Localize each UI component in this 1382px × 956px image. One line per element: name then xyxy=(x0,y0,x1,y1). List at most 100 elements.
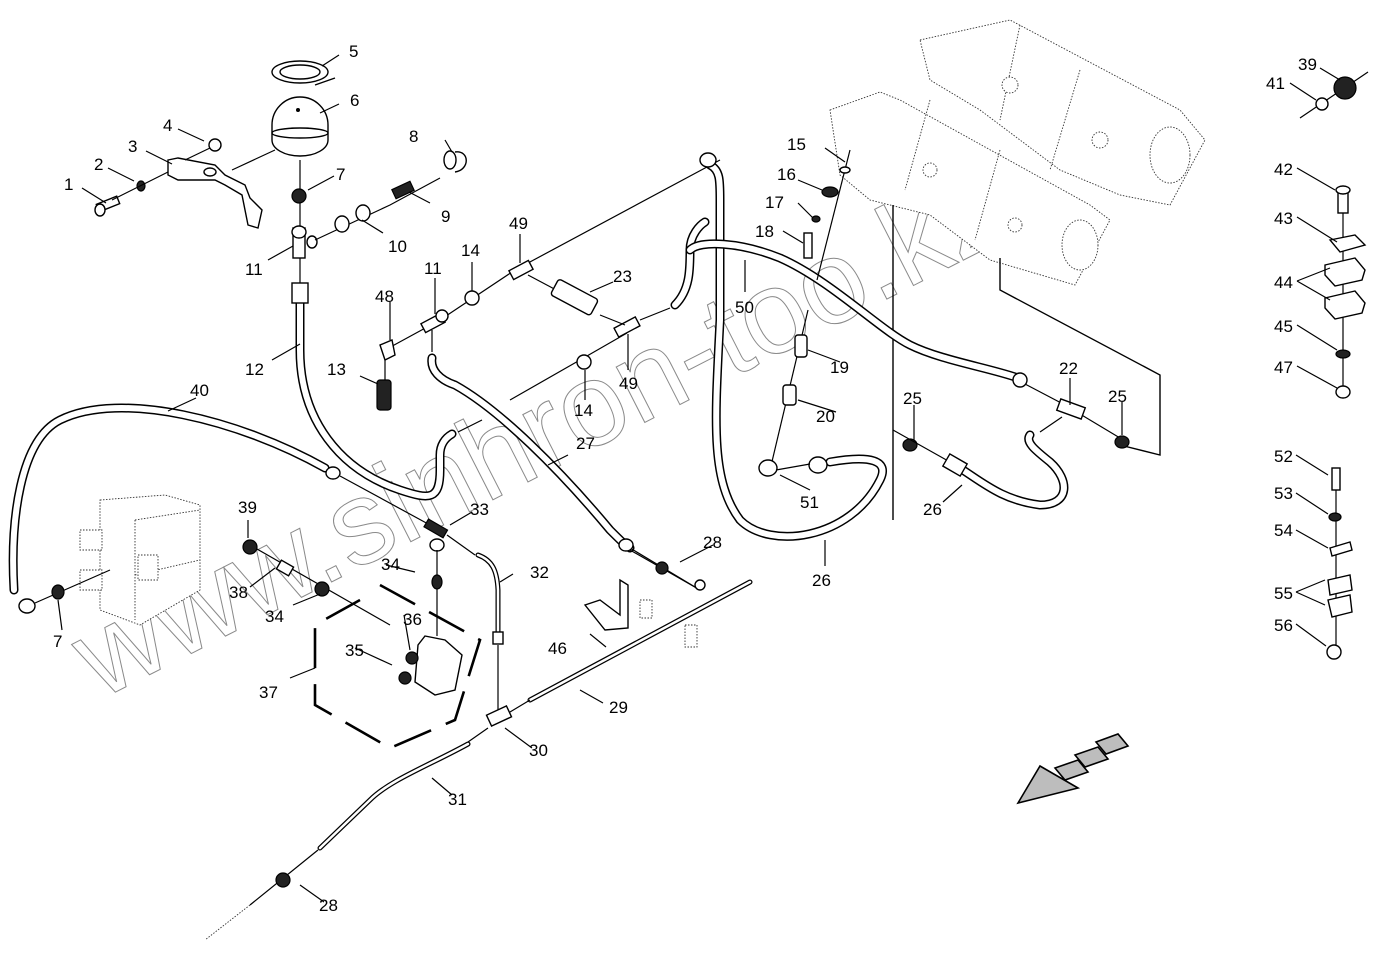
callout-38: 38 xyxy=(229,583,248,602)
callout-46: 46 xyxy=(548,639,567,658)
hose-elbow-top xyxy=(699,152,717,168)
accumulator-sphere-6 xyxy=(271,96,329,157)
callout-23: 23 xyxy=(613,267,632,286)
hose-end-26-right xyxy=(941,452,969,478)
union-fitting-10 xyxy=(334,204,371,233)
nut-4 xyxy=(208,138,222,152)
tee-11 xyxy=(419,309,449,334)
tube-32-nut xyxy=(492,631,504,645)
tie-wrap-ghost xyxy=(639,599,653,619)
callout-49-top: 49 xyxy=(509,214,528,233)
callout-10: 10 xyxy=(388,237,407,256)
callout-39-right: 39 xyxy=(1298,55,1317,74)
callout-47: 47 xyxy=(1274,358,1293,377)
valve-block-36 xyxy=(398,635,463,696)
fitting-51 xyxy=(758,459,778,477)
callout-11-left: 11 xyxy=(245,260,263,279)
callout-53: 53 xyxy=(1274,484,1293,503)
hose-end-26 xyxy=(808,456,828,474)
callout-52: 52 xyxy=(1274,447,1293,466)
forward-direction-arrow xyxy=(1016,733,1130,805)
elbow-48 xyxy=(379,339,396,361)
callout-3: 3 xyxy=(128,137,137,156)
callout-35: 35 xyxy=(345,641,364,660)
callout-26-lower: 26 xyxy=(812,571,831,590)
callout-16: 16 xyxy=(777,165,796,184)
callout-56: 56 xyxy=(1274,616,1293,635)
callout-22: 22 xyxy=(1059,359,1078,378)
callout-15: 15 xyxy=(787,135,806,154)
sleeve-38 xyxy=(275,559,295,577)
filter-23 xyxy=(550,279,599,316)
callout-33: 33 xyxy=(470,500,489,519)
callout-20: 20 xyxy=(816,407,835,426)
fitting-19 xyxy=(794,334,808,358)
callout-41: 41 xyxy=(1266,74,1285,93)
callout-31: 31 xyxy=(448,790,467,809)
bracket-46 xyxy=(583,578,629,631)
hose-elbow-40 xyxy=(18,598,36,614)
callout-leaders xyxy=(57,54,1341,903)
bolt-52 xyxy=(1331,467,1341,491)
fitting-9 xyxy=(391,180,415,200)
valve-block-assembly-top xyxy=(829,19,1206,286)
callout-42: 42 xyxy=(1274,160,1293,179)
callout-26-right: 26 xyxy=(923,500,942,519)
callout-14-bottom: 14 xyxy=(574,401,593,420)
fitting-7-lower xyxy=(51,584,65,600)
callout-labels: 1 2 3 4 5 6 7 8 9 10 11 11 12 13 14 14 1… xyxy=(53,42,1317,915)
callout-13: 13 xyxy=(327,360,346,379)
callout-54: 54 xyxy=(1274,521,1293,540)
hose-end-50 xyxy=(1012,372,1028,388)
tee-30 xyxy=(485,704,513,728)
plate-43 xyxy=(1328,234,1367,253)
callout-29: 29 xyxy=(609,698,628,717)
fitting-34-left xyxy=(314,581,330,597)
fitting-34-right xyxy=(431,574,443,590)
washer-45 xyxy=(1335,349,1351,359)
nut-14-top xyxy=(464,290,480,306)
callout-28-lower: 28 xyxy=(319,896,338,915)
tee-49-bottom xyxy=(613,316,641,338)
hose-end-12 xyxy=(291,282,309,304)
nut-14-bottom xyxy=(576,354,592,370)
clamp-half-55-top xyxy=(1327,574,1353,596)
watermark: www.sinhron-too.kz xyxy=(51,141,1023,724)
fitting-20 xyxy=(782,384,797,406)
hose-end-27 xyxy=(618,538,634,552)
callout-40: 40 xyxy=(190,381,209,400)
callout-43: 43 xyxy=(1274,209,1293,228)
tie-wrap-ghost xyxy=(684,624,698,648)
callout-34-left: 34 xyxy=(265,607,284,626)
callout-6: 6 xyxy=(350,91,359,110)
washer-53 xyxy=(1328,512,1342,522)
fitting-28-lower xyxy=(275,872,291,888)
callout-5: 5 xyxy=(349,42,358,61)
hose-end-40 xyxy=(325,466,341,480)
callout-14-top: 14 xyxy=(461,241,480,260)
callout-25-right: 25 xyxy=(1108,387,1127,406)
tee-33 xyxy=(423,518,449,552)
washer-15 xyxy=(839,166,851,174)
fitting-28-upper xyxy=(655,561,669,575)
callout-34-right: 34 xyxy=(381,555,400,574)
callout-51: 51 xyxy=(800,493,819,512)
callout-50: 50 xyxy=(735,298,754,317)
callout-55: 55 xyxy=(1274,584,1293,603)
washer-17 xyxy=(811,215,821,223)
callout-8: 8 xyxy=(409,127,418,146)
tube-32 xyxy=(475,552,501,643)
nut-29-end xyxy=(694,579,706,591)
accumulator-bracket xyxy=(167,157,263,229)
nut-39-left xyxy=(242,539,258,555)
clamp-half-55-bottom xyxy=(1327,594,1353,618)
callout-7-lower: 7 xyxy=(53,632,62,651)
nut-39-right xyxy=(1333,76,1357,100)
callout-37: 37 xyxy=(259,683,278,702)
fitting-7 xyxy=(291,188,307,204)
nut-56 xyxy=(1326,644,1342,660)
bolt-42 xyxy=(1335,185,1351,214)
nut-25-left xyxy=(902,438,918,452)
callout-45: 45 xyxy=(1274,317,1293,336)
